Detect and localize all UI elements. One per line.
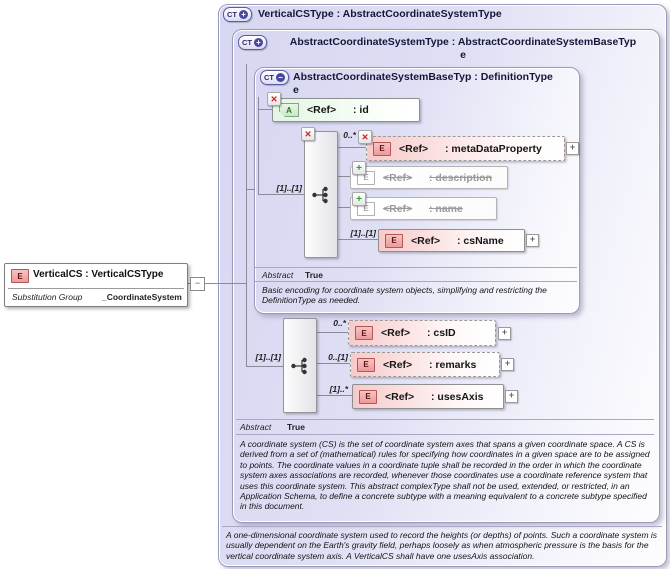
complex-type-toggle-icon[interactable]: CT +: [223, 7, 252, 22]
complex-type-toggle-icon[interactable]: CT +: [238, 35, 267, 50]
element-row-csid[interactable]: E <Ref> : csID: [348, 320, 496, 346]
line-to-remarks: [315, 363, 351, 364]
collapse-handle-icon[interactable]: −: [190, 277, 205, 291]
trunk-middle: [246, 64, 247, 367]
element-row-name[interactable]: E <Ref> : name: [350, 197, 497, 220]
element-ref: <Ref>: [411, 234, 441, 247]
sequence-icon: [312, 186, 328, 203]
element-icon: E: [373, 141, 391, 156]
divider: [8, 288, 184, 289]
element-name: : csID: [427, 327, 456, 339]
ct-badge-label: CT: [264, 73, 274, 82]
element-box-verticalcs[interactable]: E VerticalCS : VerticalCSType Substituti…: [4, 263, 188, 307]
attribute-name: : id: [353, 104, 369, 116]
branch-to-sequence1: [258, 194, 305, 195]
element-ref: <Ref>: [383, 171, 413, 184]
attribute-row-id[interactable]: A <Ref> : id: [272, 98, 420, 122]
line-to-metadataproperty: [336, 147, 367, 148]
element-icon: E: [357, 357, 375, 372]
divider: [236, 419, 654, 420]
occurrence-label: [1]..*: [329, 384, 348, 394]
expand-icon[interactable]: +: [526, 234, 539, 247]
element-name: : usesAxis: [431, 390, 484, 403]
element-row-remarks[interactable]: E <Ref> : remarks: [350, 352, 500, 377]
collapse-toggle-icon[interactable]: CT −: [260, 70, 289, 85]
middle-box-title-line2: e: [460, 49, 466, 61]
occurrence-label: [1]..[1]: [255, 352, 282, 362]
element-ref: <Ref>: [383, 358, 413, 371]
element-name: : description: [429, 171, 493, 184]
element-name: : remarks: [429, 358, 477, 371]
add-icon[interactable]: +: [352, 161, 366, 175]
inner-annotation: Basic encoding for coordinate system obj…: [262, 285, 547, 306]
outer-box-title: VerticalCSType : AbstractCoordinateSyste…: [258, 8, 502, 20]
element-row-csname[interactable]: E <Ref> : csName: [378, 229, 525, 252]
line-to-usesaxis: [315, 395, 353, 396]
trunk-inner: [258, 97, 259, 194]
occurrence-label: 0..[1]: [328, 352, 348, 362]
abstract-label: Abstract: [262, 270, 294, 280]
inner-box-title-line1: AbstractCoordinateSystemBaseTyp : Defini…: [293, 71, 553, 83]
branch-to-sequence2: [246, 366, 284, 367]
element-row-description[interactable]: E <Ref> : description: [350, 166, 508, 189]
expand-icon[interactable]: +: [566, 142, 579, 155]
element-icon: E: [11, 269, 29, 283]
delete-icon[interactable]: ✕: [301, 127, 315, 141]
branch-to-id: [258, 109, 273, 110]
line-to-csname: [336, 239, 379, 240]
add-icon[interactable]: +: [352, 192, 366, 206]
element-ref: <Ref>: [385, 390, 415, 403]
sequence-compositor-1[interactable]: [304, 131, 338, 258]
connector-left-element: [186, 283, 246, 284]
expand-icon[interactable]: +: [501, 358, 514, 371]
element-title: VerticalCS : VerticalCSType: [33, 269, 164, 280]
element-ref: <Ref>: [399, 142, 429, 155]
ct-badge-label: CT: [227, 10, 237, 19]
abstract-label: Abstract: [240, 422, 272, 432]
element-ref: <Ref>: [381, 327, 411, 339]
ct-badge-label: CT: [242, 38, 252, 47]
element-icon: E: [359, 389, 377, 404]
divider: [255, 267, 577, 268]
element-ref: <Ref>: [383, 202, 413, 215]
line-to-csid: [315, 332, 349, 333]
element-name: : metaDataProperty: [445, 142, 542, 155]
sequence-compositor-2[interactable]: [283, 318, 317, 413]
inner-box-title-line2: e: [293, 84, 299, 96]
divider: [222, 526, 662, 527]
collapse-sign-icon: −: [276, 73, 285, 82]
sequence-icon: [291, 357, 307, 374]
element-icon: E: [355, 326, 373, 340]
substitution-group-label: Substitution Group: [12, 292, 83, 302]
expand-sign-icon: +: [254, 38, 263, 47]
substitution-group-value: _CoordinateSystem: [102, 292, 182, 302]
occurrence-label: 0..*: [333, 318, 346, 328]
attribute-ref: <Ref>: [307, 104, 337, 116]
element-name: : name: [429, 202, 463, 215]
line-to-description: [336, 176, 351, 177]
occurrence-label: [1]..[1]: [350, 228, 377, 238]
line-to-name: [336, 207, 351, 208]
expand-icon[interactable]: +: [498, 327, 511, 340]
divider: [255, 281, 577, 282]
abstract-value: True: [305, 270, 323, 280]
middle-box-title-line1: AbstractCoordinateSystemType : AbstractC…: [289, 36, 637, 48]
outer-annotation: A one-dimensional coordinate system used…: [226, 530, 658, 561]
expand-sign-icon: +: [239, 10, 248, 19]
delete-icon[interactable]: ✕: [267, 92, 281, 106]
occurrence-label: 0..*: [343, 130, 356, 140]
element-row-metadataproperty[interactable]: E <Ref> : metaDataProperty: [366, 136, 565, 161]
middle-annotation: A coordinate system (CS) is the set of c…: [240, 439, 650, 512]
element-icon: E: [385, 233, 403, 248]
element-name: : csName: [457, 234, 504, 247]
attribute-icon: A: [279, 103, 299, 117]
divider: [236, 434, 654, 435]
branch-to-inner-box: [246, 189, 255, 190]
expand-icon[interactable]: +: [505, 390, 518, 403]
abstract-value: True: [287, 422, 305, 432]
delete-icon[interactable]: ✕: [358, 130, 372, 144]
occurrence-label: [1]..[1]: [276, 183, 303, 193]
element-row-usesaxis[interactable]: E <Ref> : usesAxis: [352, 384, 504, 409]
